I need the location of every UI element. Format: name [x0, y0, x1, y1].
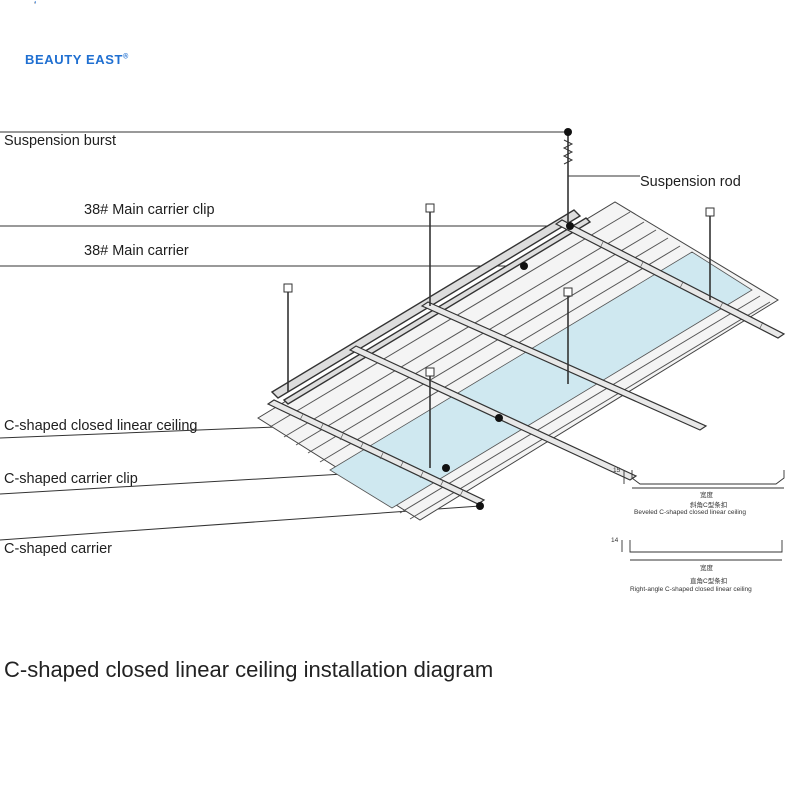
profile-dim-1: 15	[613, 467, 621, 474]
glass-strip	[329, 251, 753, 509]
label-suspension-rod: Suspension rod	[640, 174, 741, 190]
profile-dim-2: 14	[611, 537, 619, 544]
profile-width-2: 宽度	[700, 565, 713, 572]
label-suspension-burst: Suspension burst	[4, 133, 117, 149]
diagram-caption: C-shaped closed linear ceiling installat…	[4, 657, 494, 682]
suspension-rods	[287, 132, 711, 468]
rod-caps	[283, 203, 715, 377]
right-angle-profile-icon	[629, 540, 783, 553]
profile-en-1: Beveled C-shaped closed linear ceiling	[634, 509, 747, 516]
profile-en-2: Right-angle C-shaped closed linear ceili…	[630, 586, 752, 593]
label-carrier-clip: C-shaped carrier clip	[4, 471, 138, 487]
profile-cn-1: 斜角C型条扣	[690, 502, 728, 509]
leader-carrier	[0, 505, 481, 541]
ceiling-strips	[269, 211, 771, 520]
label-main-carrier: 38# Main carrier	[84, 243, 189, 259]
beveled-profile-icon	[631, 470, 785, 485]
carrier-ticks	[299, 241, 764, 497]
profile-cn-2: 直角C型条扣	[690, 578, 728, 585]
callout-dots	[442, 128, 574, 510]
brand-name: BEAUTY EAST®	[25, 52, 129, 67]
label-carrier: C-shaped carrier	[4, 541, 112, 557]
brand-logo-icon	[34, 0, 36, 4]
label-main-carrier-clip: 38# Main carrier clip	[84, 202, 215, 218]
profile-width-1: 宽度	[700, 492, 713, 499]
label-ceiling: C-shaped closed linear ceiling	[4, 418, 198, 434]
spring-coil	[562, 139, 574, 165]
